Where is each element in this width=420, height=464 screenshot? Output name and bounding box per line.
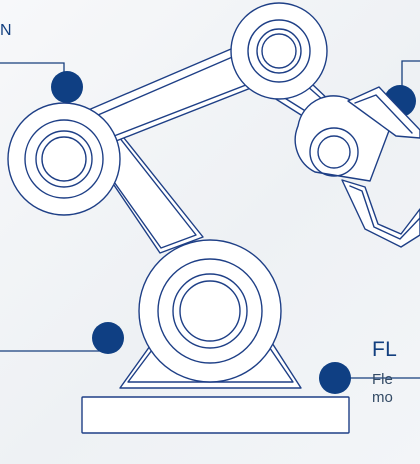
bottom-right-title-fragment: FL	[372, 338, 397, 362]
bottom-right-marker-dot-icon	[319, 362, 351, 394]
gripper-lower-finger-outline	[342, 180, 420, 247]
bottom-left-marker-dot-icon	[92, 322, 124, 354]
top-left-label-fragment: N	[0, 22, 12, 40]
top-left-marker-dot-icon	[51, 71, 83, 103]
robotic-arm-icon	[8, 3, 420, 433]
bottom-right-body-line-1: Fle	[372, 371, 420, 389]
bottom-left-callout-line	[0, 338, 108, 351]
elbow-joint-outer-ring	[231, 3, 327, 99]
bottom-right-body-line-2: mo	[372, 389, 420, 407]
bottom-right-body-fragment: Fle mo	[372, 371, 420, 407]
base-plate-outline	[82, 397, 349, 433]
base-joint-outer-ring	[139, 240, 281, 382]
